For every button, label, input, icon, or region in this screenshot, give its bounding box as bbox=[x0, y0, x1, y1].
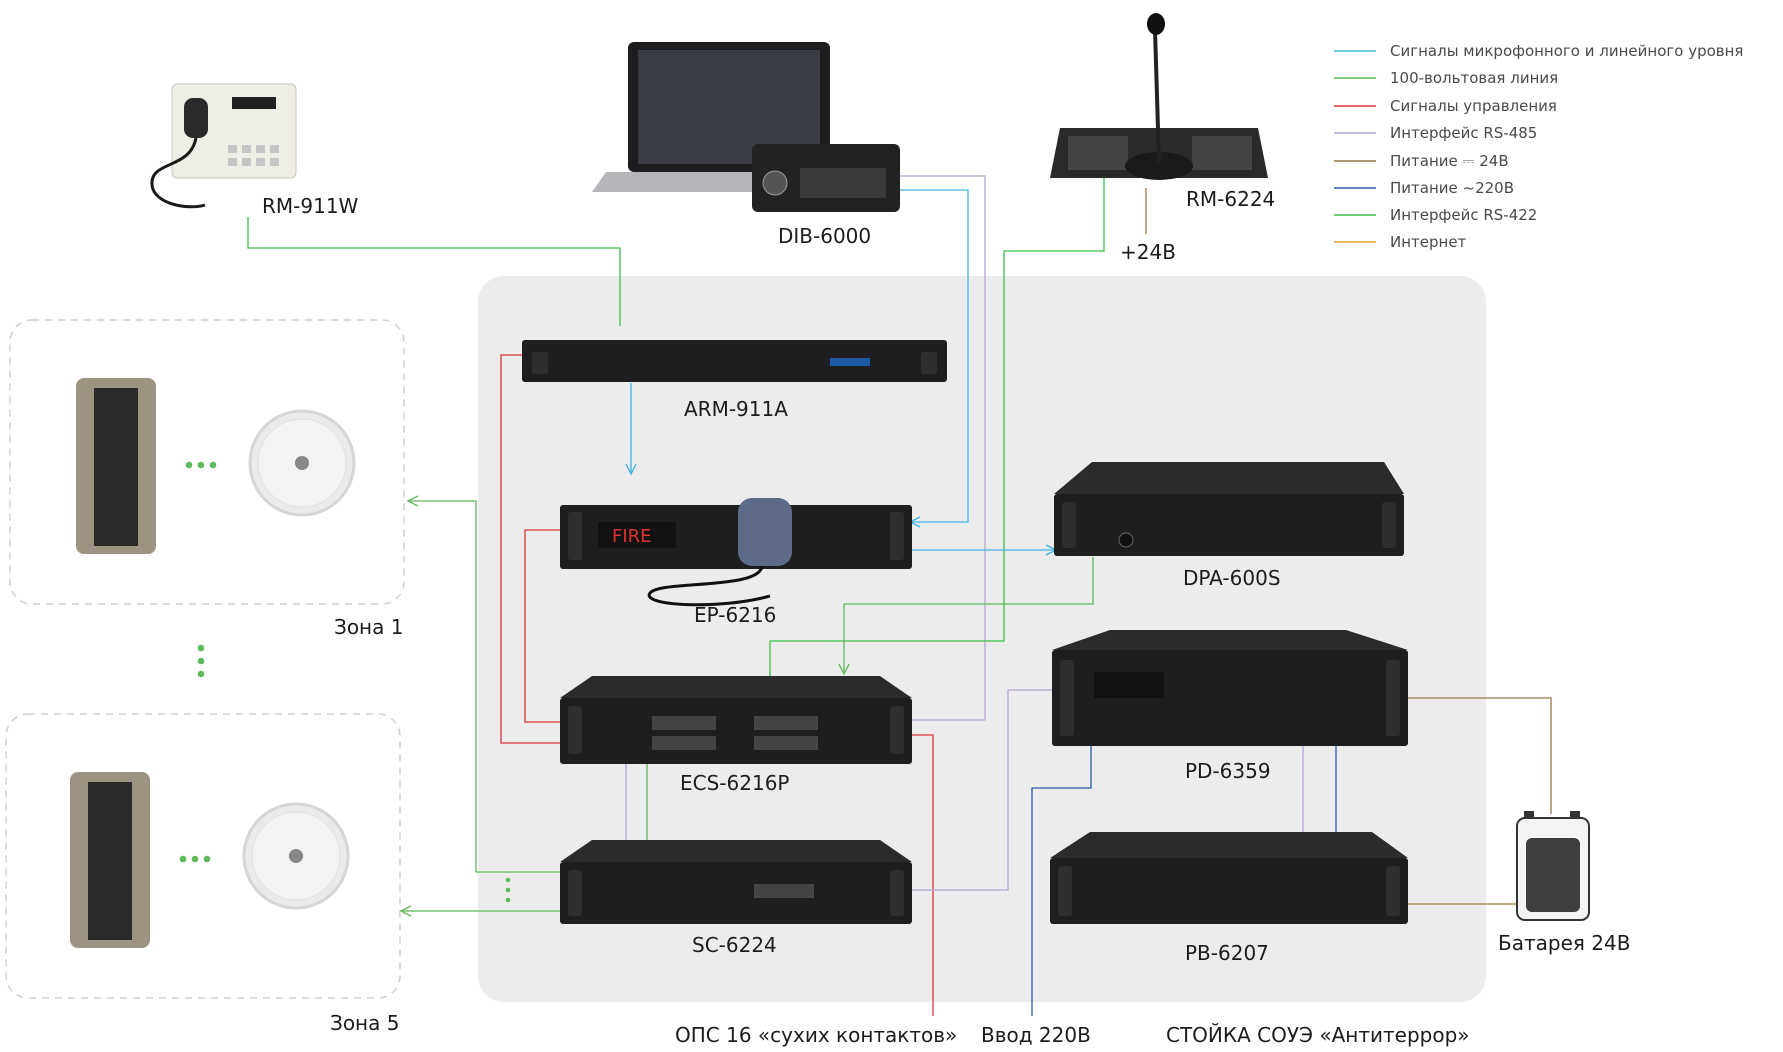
zone1-label: Зона 1 bbox=[334, 615, 403, 639]
battery-label: Батарея 24В bbox=[1498, 931, 1630, 955]
line-ctrl-ops bbox=[912, 734, 934, 1016]
dib6000-label: DIB-6000 bbox=[778, 224, 871, 248]
line-dib-ecs-rs485 bbox=[893, 175, 986, 721]
arm911a-device bbox=[522, 340, 947, 382]
legend-label-5: Питание ~220В bbox=[1390, 179, 1514, 197]
pd6359-device bbox=[1052, 630, 1408, 746]
connections bbox=[247, 175, 1552, 1016]
line-rm911w-arm911a bbox=[247, 217, 621, 326]
zone1-box bbox=[9, 319, 405, 605]
legend-label-1: 100-вольтовая линия bbox=[1390, 69, 1558, 87]
ecs6216p-label: ECS-6216P bbox=[680, 771, 789, 795]
sc-dots bbox=[505, 877, 511, 903]
line-ctrl-arm-ecs bbox=[500, 354, 560, 744]
sc6224-label: SC-6224 bbox=[692, 933, 777, 957]
line-rm6224-ecs bbox=[769, 178, 1105, 676]
ops-label: ОПС 16 «сухих контактов» bbox=[675, 1023, 957, 1047]
rack-area bbox=[478, 276, 1486, 1002]
legend-label-3: Интерфейс RS-485 bbox=[1390, 124, 1537, 142]
rm911w-device bbox=[150, 83, 297, 209]
legend-label-6: Интерфейс RS-422 bbox=[1390, 206, 1537, 224]
ep6216-label: EP-6216 bbox=[694, 603, 776, 627]
sc6224-device bbox=[560, 840, 912, 924]
line-sc-zone1 bbox=[410, 500, 560, 873]
fire-display: FIRE bbox=[612, 526, 652, 547]
legend-label-2: Сигналы управления bbox=[1390, 97, 1557, 115]
zone1-speakers bbox=[76, 378, 356, 554]
line-ctrl-ep-ecs bbox=[524, 529, 560, 723]
rack-label: СТОЙКА СОУЭ «Антитеррор» bbox=[1166, 1023, 1470, 1047]
battery-device bbox=[1516, 811, 1590, 921]
dib6000-device bbox=[592, 42, 900, 212]
line-pd-battery bbox=[1408, 697, 1552, 814]
line-220v bbox=[1031, 746, 1092, 1016]
legend-label-4: Питание ⎓ 24В bbox=[1390, 152, 1509, 170]
line-sc-pd bbox=[912, 689, 1052, 891]
legend: Сигналы микрофонного и линейного уровня … bbox=[1334, 42, 1743, 251]
input220-label: Ввод 220В bbox=[981, 1023, 1091, 1047]
rm911w-label: RM-911W bbox=[262, 194, 359, 218]
rm6224-label: RM-6224 bbox=[1186, 187, 1275, 211]
zone5-speakers bbox=[70, 772, 350, 948]
zone5-label: Зона 5 bbox=[330, 1011, 399, 1035]
pb6207-label: PB-6207 bbox=[1185, 941, 1269, 965]
line-dib-ep bbox=[893, 189, 969, 523]
legend-label-7: Интернет bbox=[1390, 233, 1467, 251]
ecs6216p-device bbox=[560, 676, 912, 764]
pb6207-device bbox=[1050, 832, 1408, 924]
pd6359-label: PD-6359 bbox=[1185, 759, 1271, 783]
zone5-box bbox=[5, 713, 401, 999]
line-dpa-ecs bbox=[843, 557, 1094, 672]
arm911a-label: ARM-911A bbox=[684, 397, 788, 421]
dpa600s-label: DPA-600S bbox=[1183, 566, 1281, 590]
rm6224-device bbox=[1050, 13, 1268, 180]
plus24-label: +24В bbox=[1120, 240, 1176, 264]
ep6216-device: FIRE bbox=[560, 498, 912, 607]
dpa600s-device bbox=[1054, 462, 1404, 556]
legend-label-0: Сигналы микрофонного и линейного уровня bbox=[1390, 42, 1743, 60]
zones-dots bbox=[197, 644, 205, 678]
